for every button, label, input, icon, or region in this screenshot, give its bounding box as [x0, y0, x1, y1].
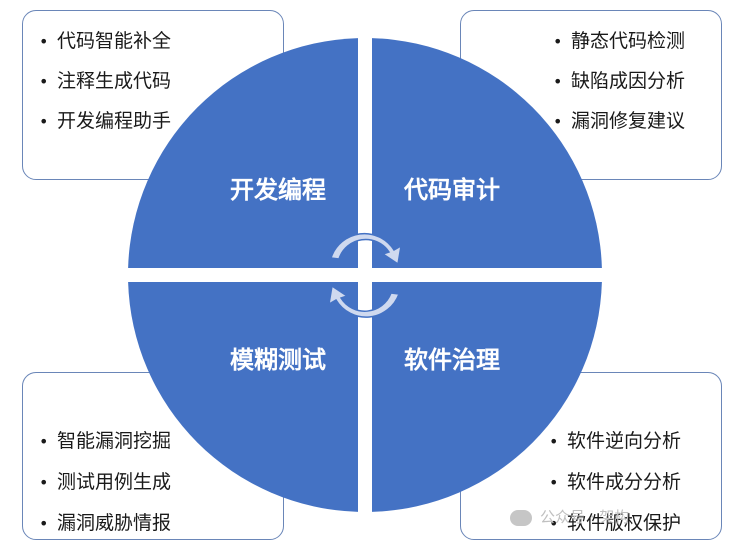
- bullet: •: [549, 432, 559, 451]
- list-item: •软件成分分析: [549, 471, 682, 493]
- watermark: 公众号 · 架构: [510, 506, 629, 527]
- list-item: •代码智能补全: [39, 30, 172, 52]
- bullet: •: [553, 32, 563, 51]
- bullet: •: [39, 432, 49, 451]
- list-item: •缺陷成因分析: [553, 70, 686, 92]
- list-item: •开发编程助手: [39, 110, 172, 132]
- list-item: •漏洞修复建议: [553, 110, 686, 132]
- bullet: •: [549, 514, 559, 533]
- quadrant-label-code-audit: 代码审计: [403, 176, 500, 204]
- quadrant-fuzz-testing: [128, 282, 358, 512]
- bullet: •: [39, 112, 49, 131]
- bullet: •: [39, 514, 49, 533]
- quadrant-dev-programming: [128, 38, 358, 268]
- list-item: •测试用例生成: [39, 471, 172, 493]
- quadrant-label-software-governance: 软件治理: [404, 346, 500, 374]
- quadrant-label-fuzz-testing: 模糊测试: [230, 346, 326, 374]
- quadrant-code-audit: [372, 38, 602, 268]
- list-item: •漏洞威胁情报: [39, 512, 172, 534]
- list-item: •静态代码检测: [553, 30, 686, 52]
- quadrant-label-dev-programming: 开发编程: [230, 176, 326, 204]
- list-item: •软件版权保护: [549, 512, 682, 534]
- bullet: •: [39, 72, 49, 91]
- bullet: •: [39, 473, 49, 492]
- bullet: •: [553, 112, 563, 131]
- list-item: •注释生成代码: [39, 70, 172, 92]
- wechat-icon: [510, 509, 532, 526]
- cycle-arrows-icon: [328, 232, 402, 318]
- bullet: •: [553, 72, 563, 91]
- quadrant-software-governance: [372, 282, 602, 512]
- list-item: •软件逆向分析: [549, 430, 682, 452]
- bullet: •: [39, 32, 49, 51]
- bullet: •: [549, 473, 559, 492]
- list-item: •智能漏洞挖掘: [39, 430, 172, 452]
